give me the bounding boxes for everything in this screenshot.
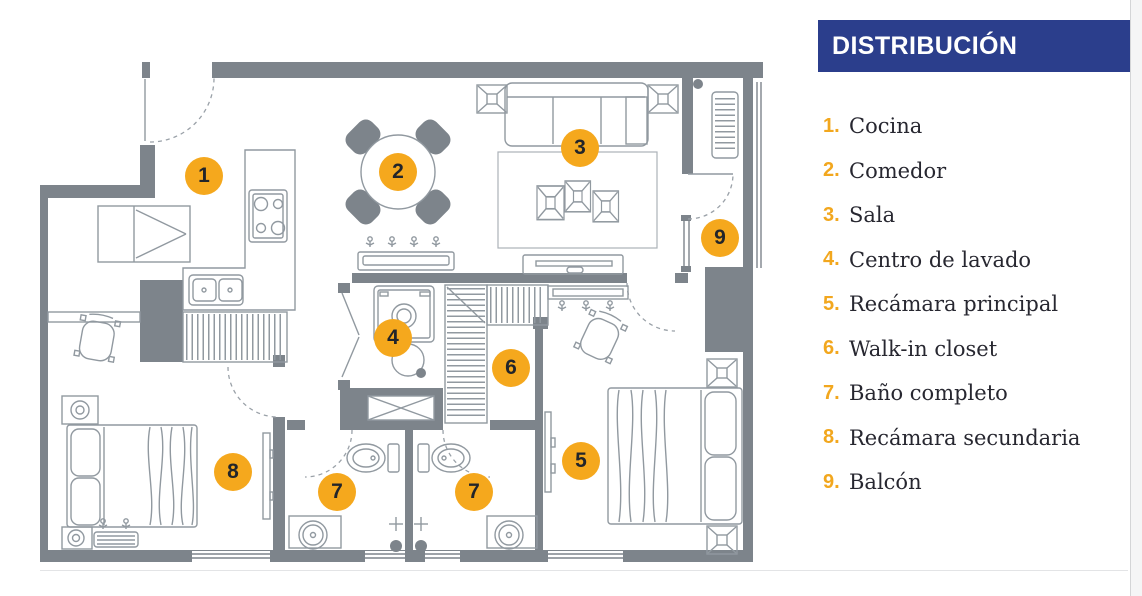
- legend-item-number: 7.: [823, 381, 840, 404]
- legend-item-number: 2.: [823, 159, 840, 181]
- shower-drain: [415, 540, 427, 552]
- vanity: [288, 515, 342, 549]
- nightstand: [61, 526, 93, 550]
- master-bedroom-furniture: [544, 285, 743, 555]
- nightstand: [61, 395, 99, 425]
- legend-item-recamara-secundaria: 8. Recámara secundaria: [823, 424, 1080, 452]
- scrollbar-gutter: [1130, 0, 1142, 596]
- legend-item-sala: 3. Sala: [823, 201, 1080, 229]
- legend-item-label: Baño completo: [849, 381, 1008, 405]
- ottoman: [476, 84, 508, 114]
- legend-item-label: Comedor: [849, 158, 947, 183]
- bed: [607, 387, 743, 525]
- fridge: [97, 205, 191, 263]
- laundry-furniture: [367, 285, 435, 421]
- dining-furniture: [341, 115, 455, 271]
- floor-plan-drawing: [40, 62, 763, 562]
- bed: [66, 424, 198, 528]
- room-marker-walkin-closet: 6: [492, 349, 530, 387]
- legend-item-label: Centro de lavado: [849, 247, 1032, 272]
- legend-item-balcon: 9. Balcón: [823, 468, 1080, 496]
- legend-item-number: 4.: [823, 248, 840, 270]
- legend-list: 1. Cocina 2. Comedor 3. Sala 4. Centro d…: [823, 112, 1080, 513]
- secondary-bedroom-furniture: [47, 310, 274, 550]
- legend-item-cocina: 1. Cocina: [823, 112, 1080, 140]
- kitchen-furniture: [97, 149, 296, 363]
- living-furniture: [476, 82, 679, 275]
- legend-item-label: Cocina: [849, 114, 923, 138]
- room-marker-cocina: 1: [185, 157, 223, 195]
- wall-tv: [262, 432, 271, 520]
- legend-item-recamara-principal: 5. Recámara principal: [823, 290, 1080, 318]
- legend-item-comedor: 2. Comedor: [823, 157, 1080, 185]
- legend-item-label: Sala: [849, 203, 896, 227]
- stove-burner: [253, 196, 269, 212]
- walls: [40, 62, 763, 562]
- legend-item-number: 1.: [823, 114, 840, 137]
- pantry-closet: [182, 311, 288, 363]
- side-table: [706, 358, 738, 388]
- legend-item-number: 9.: [823, 470, 840, 493]
- legend-header: DISTRIBUCIÓN: [818, 20, 1131, 72]
- room-marker-lavado: 4: [374, 319, 412, 357]
- room-marker-recamara-secundaria: 8: [214, 453, 252, 491]
- legend-item-label: Recámara secundaria: [849, 425, 1081, 450]
- desk-chair: [73, 310, 122, 364]
- bench: [93, 531, 139, 548]
- legend-item-label: Balcón: [849, 470, 922, 494]
- room-marker-bano-1: 7: [318, 473, 356, 511]
- legend-item-number: 6.: [823, 337, 840, 359]
- legend-item-number: 5.: [823, 292, 840, 315]
- bathroom-fixtures: [288, 443, 538, 552]
- shower-drain: [390, 540, 402, 552]
- room-marker-comedor: 2: [379, 153, 417, 191]
- bar-counter: [357, 251, 455, 271]
- kitchen-sink: [188, 274, 244, 306]
- windows: [187, 82, 762, 562]
- legend-item-label: Walk-in closet: [849, 336, 998, 361]
- legend-item-centro-de-lavado: 4. Centro de lavado: [823, 246, 1080, 274]
- floor-plan: 1 2 3 4 5 6 7 7 8 9: [40, 62, 763, 562]
- legend-item-number: 8.: [823, 426, 840, 448]
- desk: [47, 311, 141, 323]
- closet-shelving: [444, 284, 549, 424]
- legend-item-number: 3.: [823, 203, 840, 226]
- side-table: [706, 525, 738, 555]
- room-marker-sala: 3: [561, 129, 599, 167]
- room-marker-recamara-principal: 5: [562, 442, 600, 480]
- page-edge-line: [40, 570, 1128, 571]
- tv-console: [522, 254, 624, 275]
- desk: [547, 285, 629, 300]
- legend-title: DISTRIBUCIÓN: [832, 31, 1018, 60]
- room-marker-balcon: 9: [701, 219, 739, 257]
- room-marker-bano-2: 7: [455, 473, 493, 511]
- legend-item-walkin-closet: 6. Walk-in closet: [823, 335, 1080, 363]
- wall-tv: [544, 411, 552, 493]
- desk-chair: [572, 305, 630, 366]
- balcony-bench: [711, 91, 739, 159]
- toilet: [346, 443, 386, 473]
- balcony-furniture: [693, 79, 739, 159]
- toilet: [431, 443, 471, 473]
- legend-item-label: Recámara principal: [849, 292, 1059, 316]
- legend-item-bano-completo: 7. Baño completo: [823, 379, 1080, 407]
